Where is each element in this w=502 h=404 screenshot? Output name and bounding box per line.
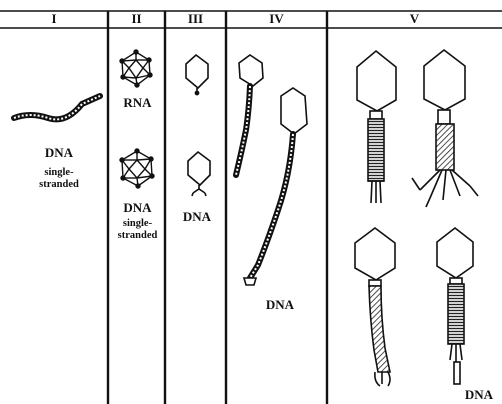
- header-col-3: III: [165, 10, 226, 28]
- icosahedral-dna-phage: [120, 149, 154, 188]
- long-tail-phage-with-fibers: [437, 228, 473, 384]
- contractile-tail-phage-extended: [357, 51, 396, 203]
- long-sheath-phage-bent: [355, 228, 395, 386]
- col3-dna-label: DNA: [168, 210, 226, 224]
- col2-rna-label: RNA: [110, 96, 165, 110]
- col2-dna-label: DNA: [110, 201, 165, 215]
- header-col-4: IV: [226, 10, 327, 28]
- contractile-tail-phage-contracted: [412, 50, 478, 207]
- short-tail-phage-1: [186, 55, 208, 95]
- header-col-1: I: [0, 10, 108, 28]
- col5-dna-label: DNA: [458, 388, 500, 402]
- long-tail-phage-2: [244, 88, 307, 285]
- icosahedral-rna-phage: [120, 50, 152, 87]
- col2-sub-line1: single-: [110, 218, 165, 229]
- col1-sub-line2: stranded: [14, 179, 104, 190]
- col4-dna-label: DNA: [250, 298, 310, 312]
- short-tail-phage-2: [188, 152, 210, 196]
- long-tail-phage-1: [236, 55, 263, 175]
- header-col-2: II: [108, 10, 165, 28]
- header-col-5: V: [327, 10, 502, 28]
- col1-sub-line1: single-: [14, 167, 104, 178]
- col1-dna-label: DNA: [14, 146, 104, 160]
- col2-sub-line2: stranded: [110, 230, 165, 241]
